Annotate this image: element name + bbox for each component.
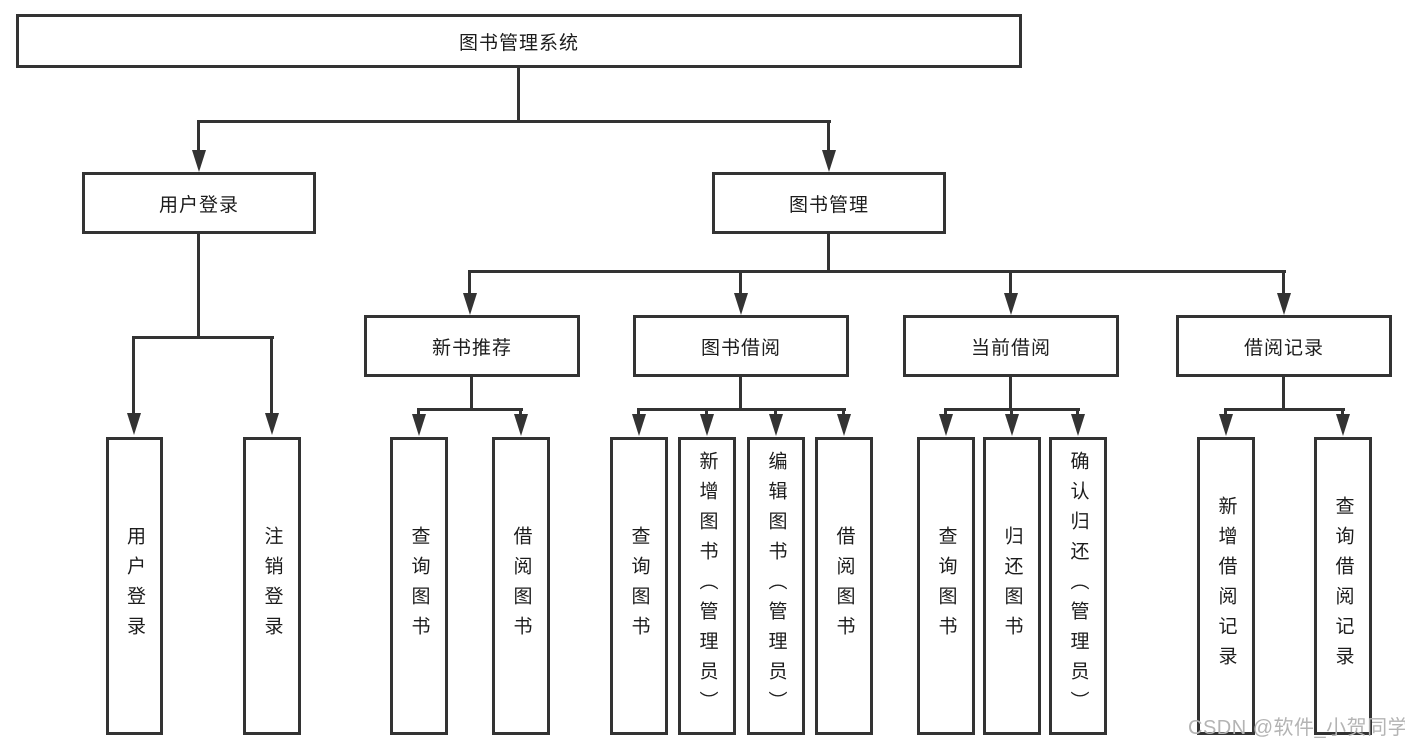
arrow-down-icon bbox=[1336, 414, 1350, 436]
connector-line bbox=[1224, 408, 1345, 411]
node-current-borrowing: 当前借阅 bbox=[903, 315, 1119, 377]
connector-line bbox=[417, 408, 420, 416]
node-borrowing-records: 借阅记录 bbox=[1176, 315, 1392, 377]
connector-line bbox=[774, 408, 777, 416]
node-book-management: 图书管理 bbox=[712, 172, 946, 234]
leaf-logout-login: 注销登录 bbox=[243, 437, 301, 735]
connector-line bbox=[1224, 408, 1227, 416]
arrow-down-icon bbox=[734, 293, 748, 315]
leaf-query-borrow-record: 查询借阅记录 bbox=[1314, 437, 1372, 735]
connector-line bbox=[842, 408, 845, 416]
connector-line bbox=[517, 68, 520, 122]
arrow-down-icon bbox=[769, 414, 783, 436]
arrow-down-icon bbox=[514, 414, 528, 436]
arrow-down-icon bbox=[632, 414, 646, 436]
csdn-watermark: CSDN @软件_小贺同学 bbox=[1188, 717, 1405, 739]
connector-line bbox=[1010, 408, 1013, 416]
connector-line bbox=[197, 120, 831, 123]
node-library-management-system: 图书管理系统 bbox=[16, 14, 1022, 68]
arrow-down-icon bbox=[939, 414, 953, 436]
node-new-book-recommend: 新书推荐 bbox=[364, 315, 580, 377]
arrow-down-icon bbox=[1277, 293, 1291, 315]
connector-line bbox=[132, 336, 135, 415]
leaf-user-login: 用户登录 bbox=[106, 437, 163, 735]
connector-line bbox=[470, 377, 473, 410]
connector-line bbox=[1009, 377, 1012, 410]
connector-line bbox=[739, 270, 742, 295]
node-book-borrowing: 图书借阅 bbox=[633, 315, 849, 377]
connector-line bbox=[637, 408, 640, 416]
connector-line bbox=[197, 234, 200, 338]
connector-line bbox=[827, 234, 830, 273]
leaf-confirm-return-admin: 确认归还（管理员） bbox=[1049, 437, 1107, 735]
arrow-down-icon bbox=[412, 414, 426, 436]
leaf-borrow-books-recommend: 借阅图书 bbox=[492, 437, 550, 735]
leaf-borrow-books: 借阅图书 bbox=[815, 437, 873, 735]
arrow-down-icon bbox=[192, 150, 206, 172]
arrow-down-icon bbox=[127, 413, 141, 435]
connector-line bbox=[468, 270, 1286, 273]
connector-line bbox=[417, 408, 523, 411]
node-user-login: 用户登录 bbox=[82, 172, 316, 234]
connector-line bbox=[1009, 270, 1012, 295]
connector-line bbox=[1341, 408, 1344, 416]
connector-line bbox=[637, 408, 846, 411]
arrow-down-icon bbox=[822, 150, 836, 172]
leaf-return-books: 归还图书 bbox=[983, 437, 1041, 735]
leaf-query-books-current: 查询图书 bbox=[917, 437, 975, 735]
arrow-down-icon bbox=[700, 414, 714, 436]
arrow-down-icon bbox=[1005, 414, 1019, 436]
connector-line bbox=[1076, 408, 1079, 416]
connector-line bbox=[827, 120, 830, 152]
arrow-down-icon bbox=[837, 414, 851, 436]
arrow-down-icon bbox=[1071, 414, 1085, 436]
connector-line bbox=[1282, 377, 1285, 410]
arrow-down-icon bbox=[463, 293, 477, 315]
leaf-edit-books-admin: 编辑图书（管理员） bbox=[747, 437, 805, 735]
leaf-query-books-borrowing: 查询图书 bbox=[610, 437, 668, 735]
leaf-add-books-admin: 新增图书（管理员） bbox=[678, 437, 736, 735]
leaf-query-books-recommend: 查询图书 bbox=[390, 437, 448, 735]
connector-line bbox=[944, 408, 947, 416]
connector-line bbox=[468, 270, 471, 295]
connector-line bbox=[1282, 270, 1285, 295]
connector-line bbox=[705, 408, 708, 416]
connector-line bbox=[270, 336, 273, 415]
connector-line bbox=[197, 120, 200, 152]
arrow-down-icon bbox=[1219, 414, 1233, 436]
leaf-add-borrow-record: 新增借阅记录 bbox=[1197, 437, 1255, 735]
connector-line bbox=[519, 408, 522, 416]
connector-line bbox=[739, 377, 742, 410]
connector-line bbox=[132, 336, 274, 339]
arrow-down-icon bbox=[1004, 293, 1018, 315]
arrow-down-icon bbox=[265, 413, 279, 435]
